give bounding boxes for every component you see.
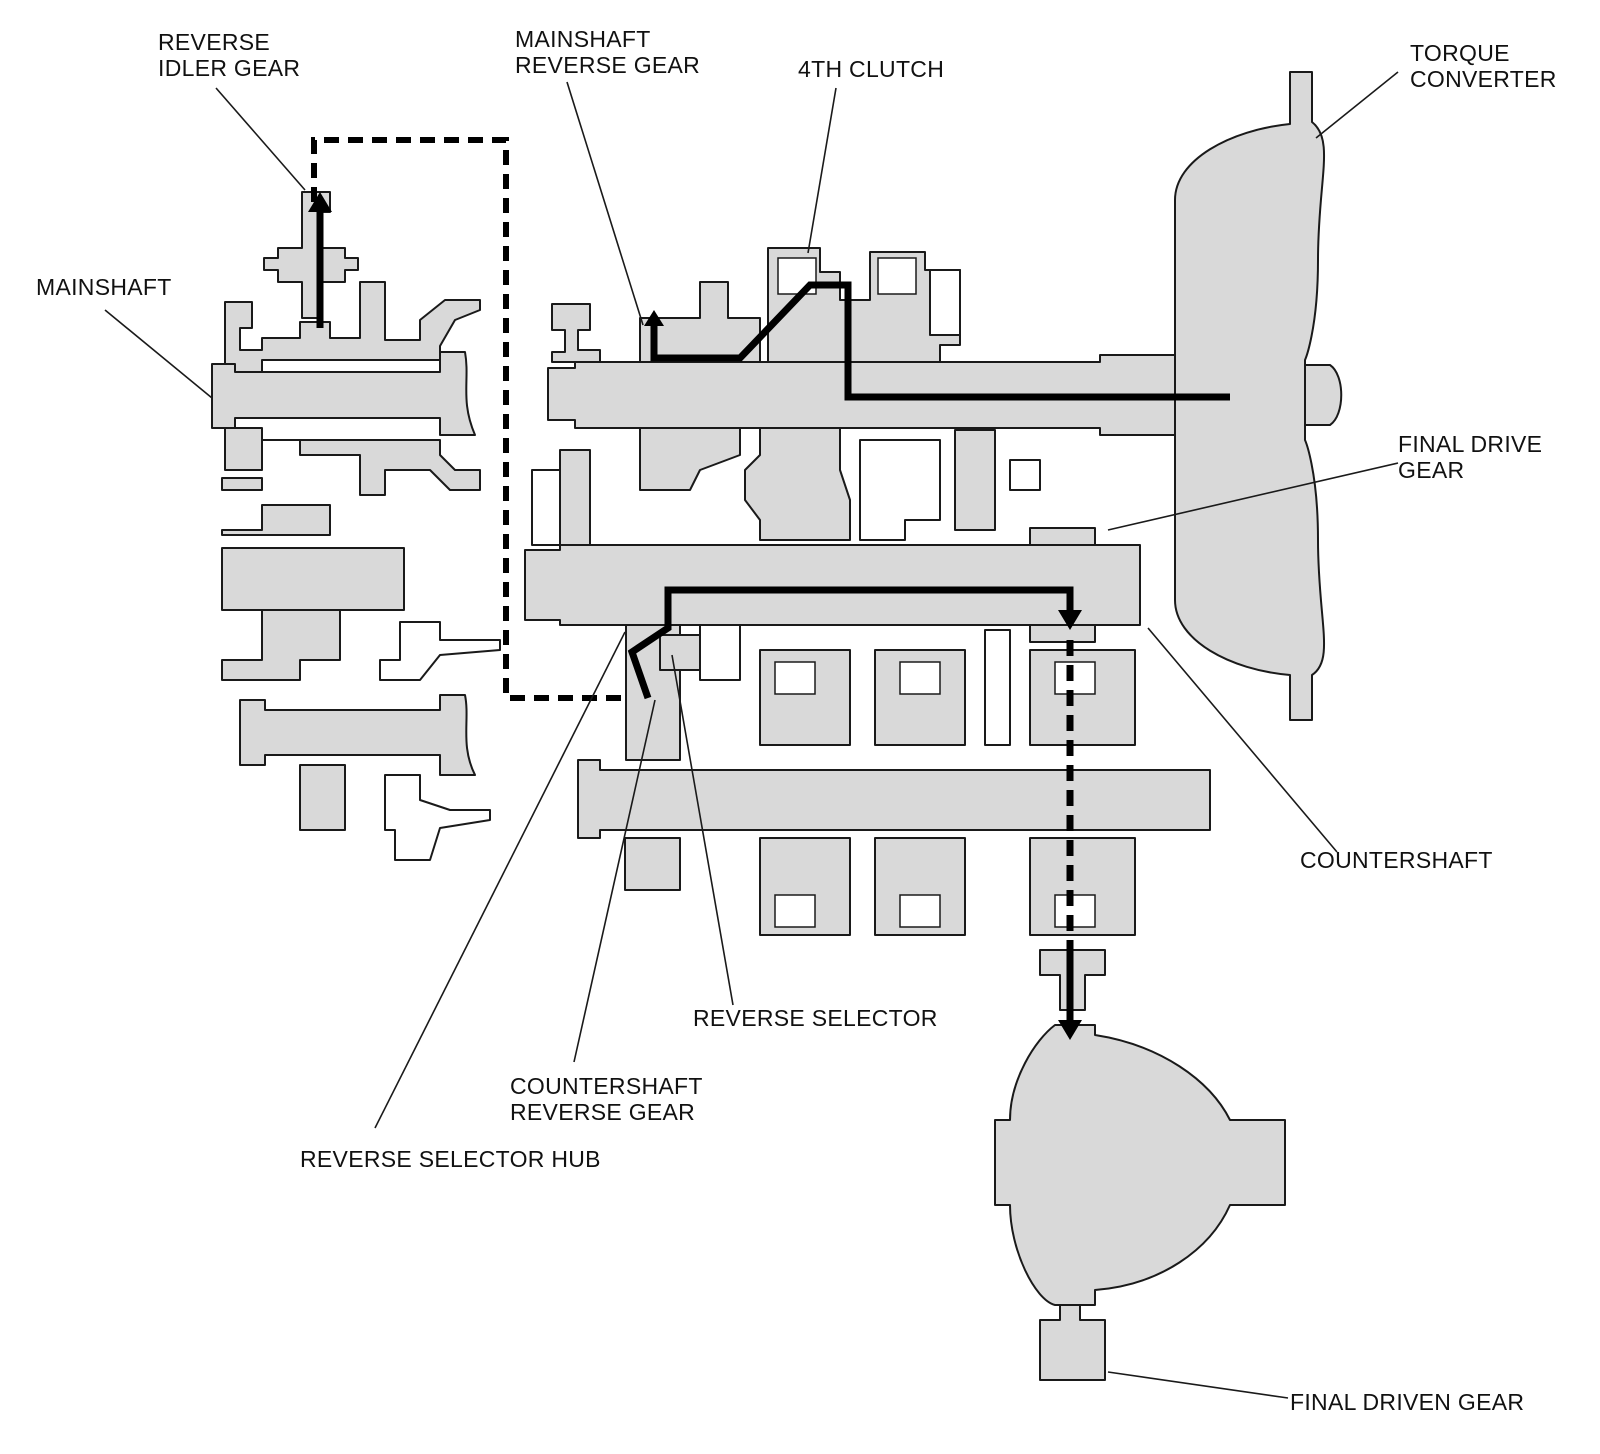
secondary-shaft-clutch-packs xyxy=(774,894,1096,928)
label-final-drive-gear-2: GEAR xyxy=(1398,457,1464,483)
idler-shaft xyxy=(221,547,405,611)
fourth-clutch-pack xyxy=(777,257,917,295)
countershaft-clutch-b xyxy=(874,649,966,746)
left-gear-section xyxy=(211,191,501,861)
final-drive-gear-lower xyxy=(1029,624,1096,643)
final-drive-gear xyxy=(1029,527,1096,546)
countershaft-left-hub xyxy=(531,469,561,546)
torque-converter xyxy=(1174,71,1326,721)
label-reverse-selector: REVERSE SELECTOR xyxy=(693,1005,938,1031)
mainshaft-lower-gear-d xyxy=(954,429,996,531)
label-final-driven-gear: FINAL DRIVEN GEAR xyxy=(1290,1389,1524,1415)
label-reverse-idler-gear-2: IDLER GEAR xyxy=(158,55,300,81)
mainshaft-gear-a xyxy=(639,281,761,363)
mainshaft-reverse-gear xyxy=(551,303,601,363)
left-hub-small xyxy=(221,477,263,491)
lower-left-shaft xyxy=(239,694,476,776)
idler-shaft-gear xyxy=(221,504,331,536)
countershaft xyxy=(524,544,1141,626)
left-lower-gear-outline xyxy=(379,621,501,681)
countershaft-divider xyxy=(984,629,1011,746)
countershaft-left-gear xyxy=(559,449,591,546)
label-final-drive-gear-1: FINAL DRIVE xyxy=(1398,431,1542,457)
differential-case xyxy=(994,1024,1286,1306)
power-flow-countershaft xyxy=(627,586,1074,700)
label-torque-converter-2: CONVERTER xyxy=(1410,66,1557,92)
reverse-idler-path-box xyxy=(311,137,641,701)
arrow-down-icon xyxy=(1058,610,1082,630)
lower-left-gear-body xyxy=(224,427,481,496)
mainshaft-left xyxy=(211,351,476,436)
mainshaft-lower-gear-b xyxy=(744,427,851,541)
arrow-up-icon xyxy=(308,192,332,212)
secondary-shaft-clutch-b xyxy=(874,837,966,936)
label-reverse-idler-gear-1: REVERSE xyxy=(158,29,270,55)
mainshaft-gear-b xyxy=(929,269,961,336)
lower-left-gear xyxy=(299,764,346,831)
callout-labels: REVERSE IDLER GEAR MAINSHAFT REVERSE GEA… xyxy=(36,26,1557,1415)
label-mainshaft: MAINSHAFT xyxy=(36,274,172,300)
leader-lines xyxy=(104,71,1399,1399)
power-flow-mainshaft xyxy=(650,281,1230,401)
reverse-selector xyxy=(659,634,701,671)
idler-lower-gear xyxy=(221,609,341,681)
mainshaft-lower-gear-c xyxy=(859,439,941,541)
arrow-down-icon xyxy=(1058,1020,1082,1040)
mainshaft-lower-gear-e xyxy=(1009,459,1041,491)
label-reverse-selector-hub: REVERSE SELECTOR HUB xyxy=(300,1146,601,1172)
label-countershaft-reverse-gear-1: COUNTERSHAFT xyxy=(510,1073,703,1099)
secondary-shaft xyxy=(577,759,1211,839)
differential-assembly xyxy=(994,949,1286,1381)
countershaft-gear-small xyxy=(699,624,741,681)
lower-left-gear-outline xyxy=(384,774,491,861)
secondary-shaft-gear-a xyxy=(624,837,681,891)
mainshaft-lower-gear-a xyxy=(639,427,741,491)
label-countershaft-reverse-gear-2: REVERSE GEAR xyxy=(510,1099,695,1125)
label-fourth-clutch: 4TH CLUTCH xyxy=(798,56,944,82)
countershaft-clutch-packs xyxy=(774,661,1096,695)
label-countershaft: COUNTERSHAFT xyxy=(1300,847,1493,873)
arrow-up-icon xyxy=(644,310,664,326)
label-torque-converter-1: TORQUE xyxy=(1410,40,1510,66)
label-mainshaft-reverse-gear-2: REVERSE GEAR xyxy=(515,52,700,78)
power-flow xyxy=(308,192,1230,1040)
final-driven-gear xyxy=(1039,1304,1106,1381)
label-mainshaft-reverse-gear-1: MAINSHAFT xyxy=(515,26,651,52)
